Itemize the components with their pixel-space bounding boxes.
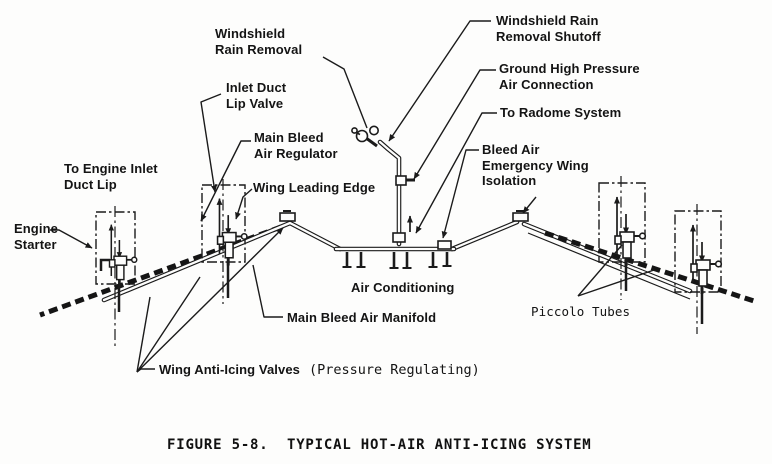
riser-valve [392,232,406,243]
manifold-right-fitting [437,240,452,250]
label-main-bleed-air-regulator: Main Bleed Air Regulator [254,130,338,161]
valve-assembly-left-inboard [201,179,247,304]
right-wing-skin [527,232,691,300]
leader-wing-leading-edge [235,188,253,220]
valve-assembly-right-outboard [674,204,721,334]
label-bleed-air-emergency: Bleed Air Emergency Wing Isolation [482,142,589,188]
figure-caption: FIGURE 5-8. TYPICAL HOT-AIR ANTI-ICING S… [167,437,592,453]
leader-windshield-rain-removal [322,56,368,129]
leader-main-bleed-manifold [252,264,283,318]
left-wing-isolation-valve [279,212,296,222]
label-wing-anti-icing-valves-note: (Pressure Regulating) [309,362,480,378]
windshield-valve-cluster [351,125,379,148]
leader-windshield-shutoff [388,20,491,142]
right-wing-isolation-valve [512,212,529,222]
label-ground-high-pressure: Ground High Pressure Air Connection [499,61,640,92]
label-piccolo-tubes: Piccolo Tubes [531,304,631,319]
valve-assembly-left-outboard [95,206,137,346]
main-bleed-air-manifold-pipe [333,240,457,269]
label-to-radome-system: To Radome System [500,105,622,120]
label-main-bleed-air-manifold: Main Bleed Air Manifold [287,310,437,325]
leader-piccolo-2 [577,269,655,297]
leader-bleed-air-emergency-2 [522,196,537,214]
windshield-riser [351,125,415,247]
ground-air-connection-fitting [395,175,407,186]
air-conditioning-stubs [342,252,452,269]
leader-main-bleed-regulator [200,140,251,222]
label-inlet-duct-lip-valve: Inlet Duct Lip Valve [226,80,287,111]
label-wing-anti-icing-valves: Wing Anti-Icing Valves (Pressure Regulat… [159,362,480,378]
leader-piccolo-1 [577,244,623,297]
leader-lines [50,20,655,373]
left-wing [39,210,343,318]
label-windshield-rain-removal: Windshield Rain Removal [215,26,303,57]
label-wing-anti-icing-valves-main: Wing Anti-Icing Valves [159,362,301,377]
leader-anti-icing-1 [136,296,151,373]
leader-bleed-air-emergency-1 [441,149,479,239]
label-wing-leading-edge: Wing Leading Edge [253,180,376,195]
leader-ground-high-pressure [413,69,496,180]
label-to-engine-inlet-duct-lip: To Engine Inlet Duct Lip [64,161,158,192]
leader-inlet-duct-lip-valve [200,93,222,193]
right-piccolo-tube [544,230,758,305]
leader-anti-icing-3 [136,227,284,373]
label-air-conditioning: Air Conditioning [351,280,455,295]
right-wing [449,210,758,305]
valve-assembly-right-inboard [598,176,645,300]
leader-anti-icing-2 [136,276,201,373]
label-engine-starter: Engine Starter [14,221,58,252]
label-windshield-rain-removal-shutoff: Windshield Rain Removal Shutoff [496,13,601,44]
leader-engine-starter [50,229,93,249]
leader-to-radome [415,112,497,234]
